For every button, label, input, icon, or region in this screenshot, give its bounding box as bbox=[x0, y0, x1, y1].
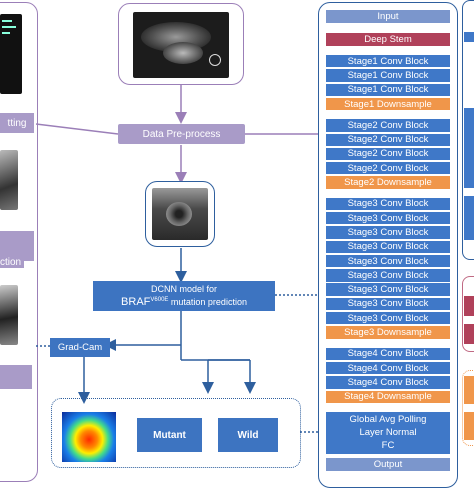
stage4-conv-block: Stage4 Conv Block bbox=[326, 376, 450, 389]
stage4-conv-block: Stage4 Conv Block bbox=[326, 347, 450, 361]
stage3-conv-block: Stage3 Conv Block bbox=[326, 297, 450, 311]
wild-label: Wild bbox=[237, 429, 259, 441]
right-edge-bar-1 bbox=[464, 32, 474, 42]
stage2-conv-block: Stage2 Conv Block bbox=[326, 147, 450, 161]
dcnn-gene: BRAF bbox=[121, 296, 151, 308]
dcnn-line1: DCNN model for bbox=[150, 284, 217, 294]
mutant-result: Mutant bbox=[137, 418, 202, 452]
wild-result: Wild bbox=[218, 418, 278, 452]
left-thumbnail-2 bbox=[0, 150, 18, 210]
preprocess-label: Data Pre-process bbox=[142, 128, 221, 140]
right-edge-bar-4 bbox=[464, 296, 474, 316]
dcnn-model-box: DCNN model for BRAFV600E mutation predic… bbox=[93, 281, 275, 311]
mutant-label: Mutant bbox=[153, 429, 186, 441]
stage3-conv-block: Stage3 Conv Block bbox=[326, 283, 450, 296]
head-block: Global Avg Polling Layer Normal FC bbox=[326, 411, 450, 454]
left-step-label-2-text: ction bbox=[0, 256, 24, 268]
left-step-label-1: tting bbox=[0, 113, 34, 133]
deep-stem-layer: Deep Stem bbox=[326, 33, 450, 46]
connector-left-preprocess bbox=[35, 123, 119, 135]
left-thumbnail-1 bbox=[0, 14, 22, 94]
left-step-label-1-text: tting bbox=[7, 117, 27, 129]
results-panel bbox=[51, 398, 301, 468]
stage1-conv-block: Stage1 Conv Block bbox=[326, 83, 450, 96]
input-ultrasound-image bbox=[133, 12, 229, 78]
stage3-conv-block: Stage3 Conv Block bbox=[326, 212, 450, 225]
stage1-downsample: Stage1 Downsample bbox=[326, 97, 450, 111]
stage4-conv-block: Stage4 Conv Block bbox=[326, 361, 450, 375]
output-layer: Output bbox=[326, 457, 450, 471]
right-edge-bar-2 bbox=[464, 108, 474, 188]
output-layer-label: Output bbox=[373, 458, 403, 470]
stage3-conv-block: Stage3 Conv Block bbox=[326, 240, 450, 253]
stage1-conv-block: Stage1 Conv Block bbox=[326, 69, 450, 82]
right-edge-bar-5 bbox=[464, 324, 474, 344]
head-line-norm: Layer Normal bbox=[359, 427, 417, 439]
input-layer-label: Input bbox=[377, 11, 399, 22]
right-edge-panel-2 bbox=[462, 276, 474, 352]
stage4-downsample: Stage4 Downsample bbox=[326, 390, 450, 403]
stage2-conv-block: Stage2 Conv Block bbox=[326, 162, 450, 175]
stage3-conv-block: Stage3 Conv Block bbox=[326, 254, 450, 268]
stage2-conv-block: Stage2 Conv Block bbox=[326, 119, 450, 132]
head-line-fc: FC bbox=[381, 440, 395, 452]
right-edge-bar-6 bbox=[464, 376, 474, 404]
gradcam-box: Grad-Cam bbox=[50, 338, 110, 357]
stage3-conv-block: Stage3 Conv Block bbox=[326, 226, 450, 239]
stage3-downsample: Stage3 Downsample bbox=[326, 326, 450, 339]
dcnn-line2: BRAFV600E mutation prediction bbox=[121, 295, 247, 308]
cropped-ultrasound-image bbox=[152, 188, 208, 240]
stage3-conv-block: Stage3 Conv Block bbox=[326, 197, 450, 211]
dcnn-superscript: V600E bbox=[150, 297, 169, 303]
stage2-downsample: Stage2 Downsample bbox=[326, 176, 450, 189]
input-layer: Input bbox=[326, 10, 450, 23]
deep-stem-label: Deep Stem bbox=[364, 34, 412, 45]
stage3-conv-block: Stage3 Conv Block bbox=[326, 269, 450, 282]
head-line-pool: Global Avg Polling bbox=[349, 414, 427, 426]
left-step-label-2-span: ction bbox=[0, 256, 22, 268]
gradcam-heatmap bbox=[62, 412, 116, 462]
left-step-label-3 bbox=[0, 365, 32, 389]
preprocess-step: Data Pre-process bbox=[118, 124, 245, 144]
cropped-image-frame bbox=[145, 181, 215, 247]
gradcam-label: Grad-Cam bbox=[57, 342, 103, 353]
input-image-frame bbox=[118, 3, 244, 85]
stage2-conv-block: Stage2 Conv Block bbox=[326, 133, 450, 146]
right-edge-panel-1 bbox=[462, 0, 474, 260]
dcnn-rest: mutation prediction bbox=[168, 297, 247, 307]
right-edge-bar-7 bbox=[464, 412, 474, 440]
left-thumbnail-3 bbox=[0, 285, 18, 345]
right-edge-panel-3 bbox=[462, 370, 474, 446]
stage1-conv-block: Stage1 Conv Block bbox=[326, 55, 450, 68]
flow-connectors bbox=[35, 84, 318, 433]
stage3-conv-block: Stage3 Conv Block bbox=[326, 312, 450, 325]
right-edge-bar-3 bbox=[464, 196, 474, 240]
